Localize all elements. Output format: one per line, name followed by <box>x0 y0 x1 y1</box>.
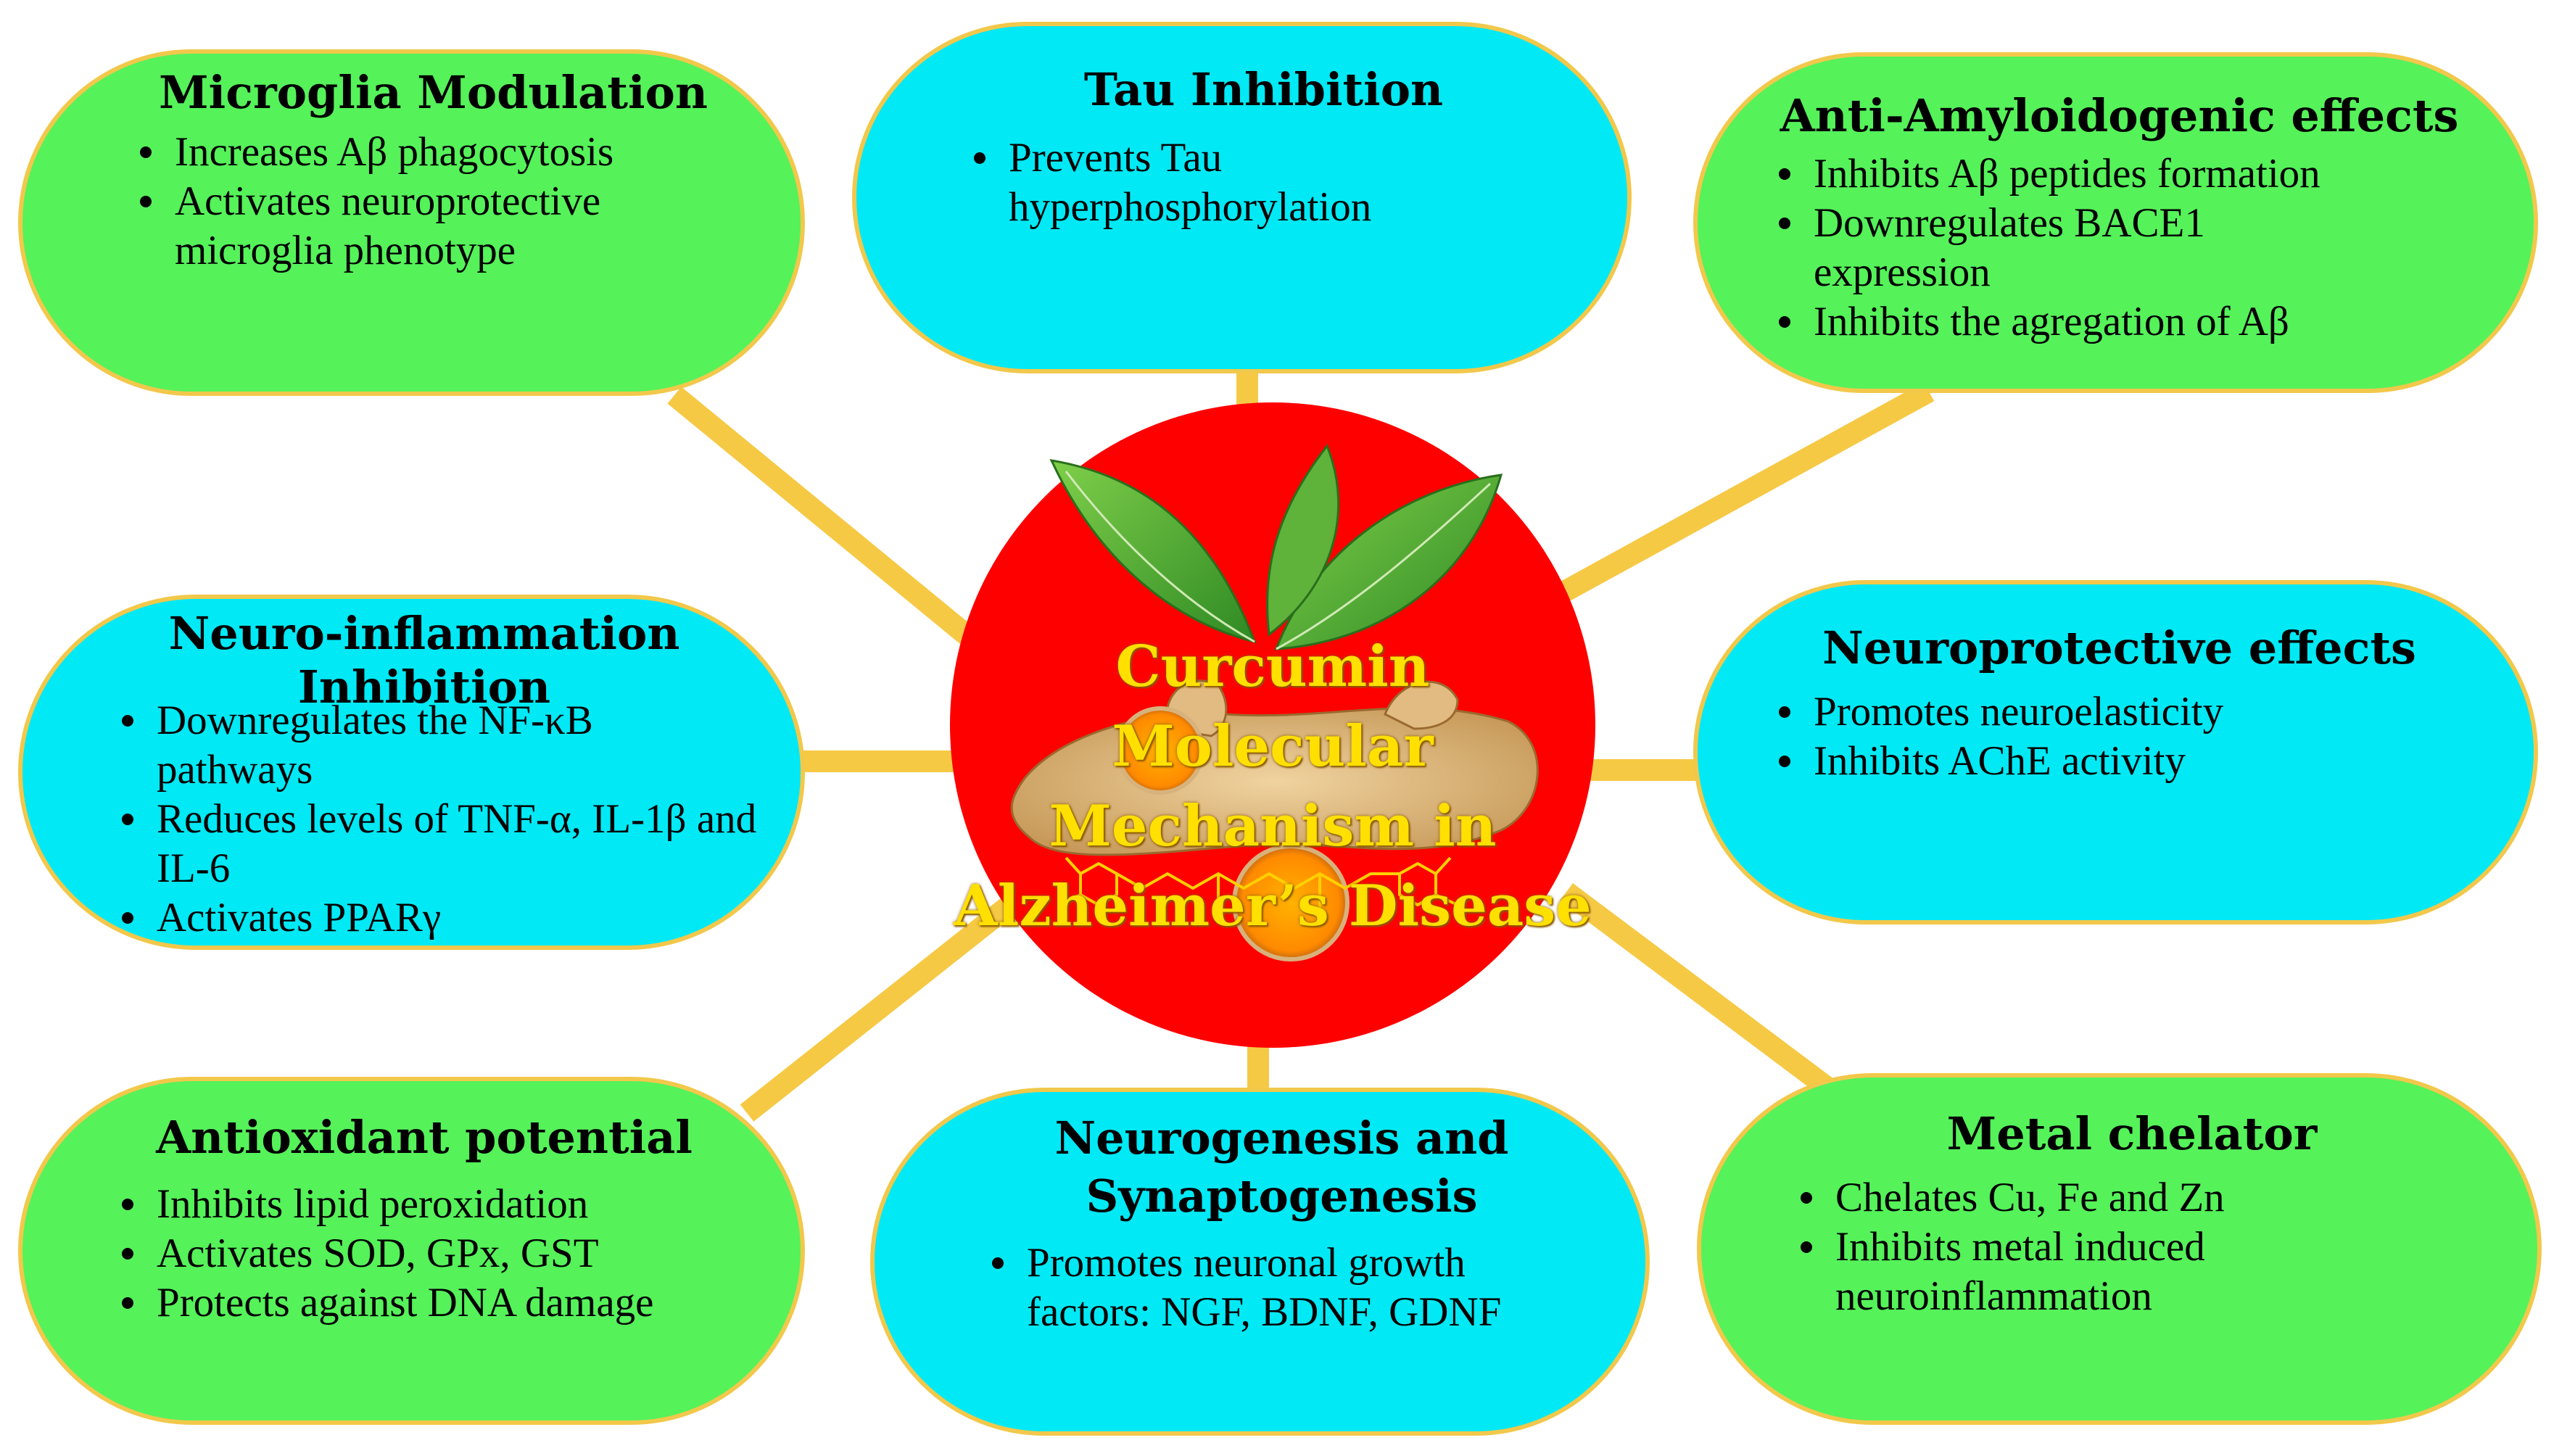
box-neurogenesis-and-synaptogenesis: Neurogenesis and Synaptogenesis Promotes… <box>870 1088 1650 1436</box>
bullet-list: Prevents Tau hyperphosphorylation <box>965 133 1562 232</box>
box-title: Antioxidant potential <box>156 1111 693 1164</box>
bullet-item: Chelates Cu, Fe and Zn <box>1792 1173 2472 1223</box>
box-title: Neuroprotective effects <box>1822 621 2416 674</box>
box-title: Neurogenesis and Synaptogenesis <box>1054 1112 1509 1223</box>
box-title: Microglia Modulation <box>159 66 708 119</box>
bullet-list: Promotes neuronal growth factors: NGF, B… <box>983 1238 1580 1337</box>
bullet-list: Inhibits Aβ peptides formation Downregul… <box>1770 149 2468 347</box>
connector-amyloid <box>1553 381 1935 605</box>
connector-metal <box>1560 883 1834 1096</box>
bullet-list: Promotes neuroelasticity Inhibits AChE a… <box>1770 687 2468 786</box>
bullet-item: Inhibits Aβ peptides formation <box>1770 149 2468 199</box>
box-title: Neuro-inflammation Inhibition <box>168 607 680 713</box>
bullet-item: Inhibits AChE activity <box>1770 737 2468 786</box>
bullet-item: Activates SOD, GPx, GST <box>113 1229 735 1278</box>
bullet-item: Increases Aβ phagocytosis <box>131 128 735 177</box>
box-neuroprotective-effects: Neuroprotective effects Promotes neuroel… <box>1693 580 2538 925</box>
bullet-item: Promotes neuroelasticity <box>1770 687 2468 737</box>
bullet-list: Chelates Cu, Fe and Zn Inhibits metal in… <box>1792 1173 2472 1321</box>
bullet-item: Protects against DNA damage <box>113 1278 735 1328</box>
box-anti-amyloidogenic-effects: Anti-Amyloidogenic effects Inhibits Aβ p… <box>1693 52 2538 393</box>
bullet-item: Inhibits lipid peroxidation <box>113 1180 735 1229</box>
connector-microglia <box>667 386 986 654</box>
box-microglia-modulation: Microglia Modulation Increases Aβ phagoc… <box>18 49 805 396</box>
leaf-icon <box>1049 444 1503 650</box>
box-title: Tau Inhibition <box>1083 63 1444 116</box>
bullet-item: Downregulates BACE1 expression <box>1770 199 2278 297</box>
bullet-list: Increases Aβ phagocytosis Activates neur… <box>131 128 735 276</box>
box-metal-chelator: Metal chelator Chelates Cu, Fe and Zn In… <box>1697 1073 2542 1425</box>
bullet-list: Inhibits lipid peroxidation Activates SO… <box>113 1180 735 1328</box>
bullet-list: Downregulates the NF-κB pathways Reduces… <box>113 696 756 943</box>
box-neuro-inflammation-inhibition: Neuro-inflammation Inhibition Downregula… <box>18 595 805 950</box>
bullet-item: Inhibits the agregation of Aβ <box>1770 297 2468 347</box>
bullet-item: Downregulates the NF-κB pathways <box>113 696 679 795</box>
bullet-item: Reduces levels of TNF-α, IL-1β and IL-6 <box>113 795 795 893</box>
curcumin-molecule-icon <box>1058 856 1458 919</box>
box-tau-inhibition: Tau Inhibition Prevents Tau hyperphospho… <box>852 22 1632 373</box>
bullet-item: Inhibits metal induced neuroinflammation <box>1792 1223 2299 1321</box>
bullet-item: Prevents Tau hyperphosphorylation <box>965 133 1473 232</box>
bullet-item: Promotes neuronal growth factors: NGF, B… <box>983 1238 1556 1337</box>
box-antioxidant-potential: Antioxidant potential Inhibits lipid per… <box>18 1077 805 1425</box>
bullet-item: Activates neuroprotective microglia phen… <box>131 177 682 276</box>
box-title: Metal chelator <box>1946 1107 2318 1160</box>
box-title: Anti-Amyloidogenic effects <box>1780 89 2459 142</box>
bullet-item: Activates PPARγ <box>113 893 735 943</box>
hub-title: Curcumin Molecular Mechanism in Alzheime… <box>954 634 1592 939</box>
curcumin-hub <box>950 402 1595 1048</box>
connector-antioxidant <box>740 898 1015 1122</box>
